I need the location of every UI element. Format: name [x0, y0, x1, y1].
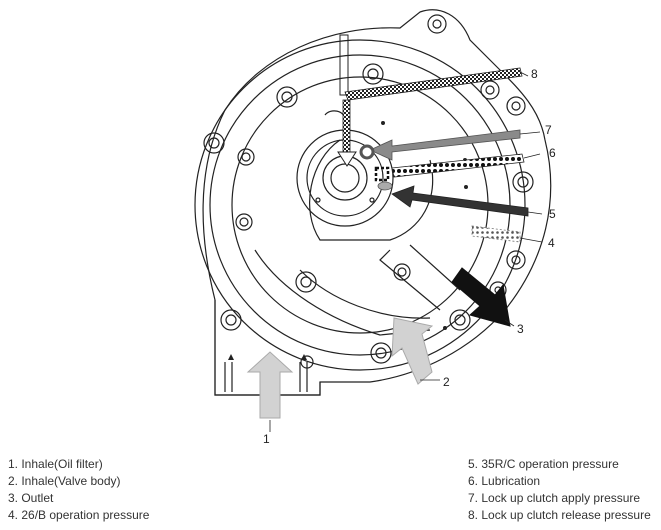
bolt-holes: [203, 14, 534, 369]
passage-6-lubrication: [374, 153, 525, 182]
legend-item: 1. Inhale(Oil filter): [8, 457, 103, 471]
callout-5: 5: [549, 207, 556, 221]
legend-item: 8. Lock up clutch release pressure: [468, 508, 651, 522]
callout-8: 8: [531, 67, 538, 81]
callout-6: 6: [549, 146, 556, 160]
oil-pump-diagram: [194, 9, 552, 432]
legend-item: 4. 26/B operation pressure: [8, 508, 150, 522]
arrow-1-inhale-oil-filter: [246, 351, 294, 419]
callout-2: 2: [443, 375, 450, 389]
callout-4: 4: [548, 236, 555, 250]
legend-item: 3. Outlet: [8, 491, 54, 505]
passage-8-release: [337, 34, 523, 167]
legend-right: 5. 35R/C operation pressure 6. Lubricati…: [468, 456, 651, 524]
leader-lines: [269, 71, 543, 432]
callout-1: 1: [263, 432, 270, 446]
legend-left: 1. Inhale(Oil filter) 2. Inhale(Valve bo…: [8, 456, 149, 524]
legend-item: 5. 35R/C operation pressure: [468, 457, 619, 471]
legend-item: 2. Inhale(Valve body): [8, 474, 121, 488]
passage-4-26b: [471, 225, 521, 243]
arrow-7-apply: [359, 129, 521, 161]
arrow-2-inhale-valve-body: [391, 317, 434, 385]
arrow-3-outlet: [451, 267, 511, 327]
callout-7: 7: [545, 123, 552, 137]
arrow-5-35rc: [377, 181, 529, 217]
legend-item: 6. Lubrication: [468, 474, 541, 488]
callout-3: 3: [517, 322, 524, 336]
legend-item: 7. Lock up clutch apply pressure: [468, 491, 641, 505]
